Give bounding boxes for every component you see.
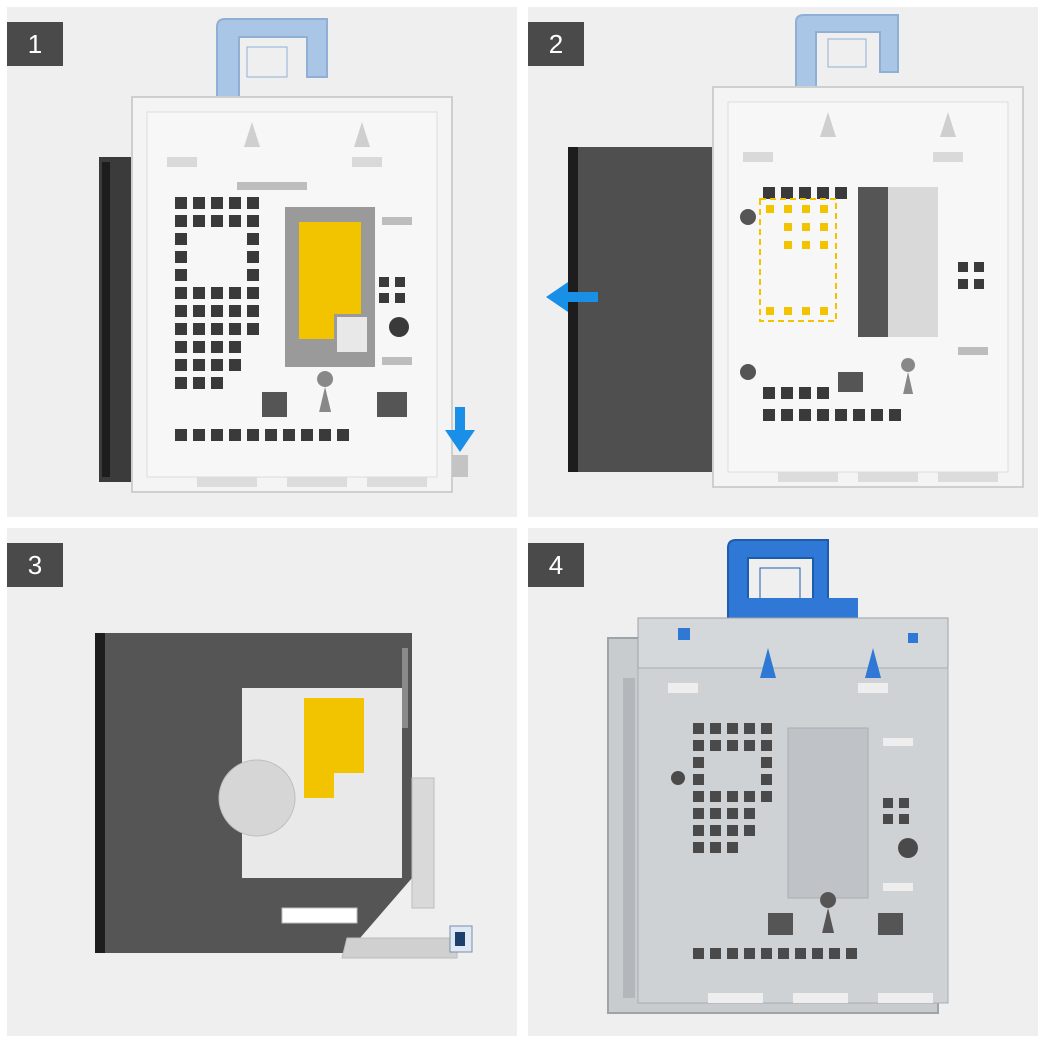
slide-left-arrow-icon xyxy=(546,282,598,312)
light-blue-latch xyxy=(216,18,328,103)
step-2-panel: 2 xyxy=(528,7,1038,517)
drive-cage xyxy=(607,617,949,1014)
light-blue-latch xyxy=(795,14,899,93)
step-3-badge: 3 xyxy=(7,543,63,587)
step-4-illustration xyxy=(607,539,949,1014)
step-3-panel: 3 xyxy=(7,528,517,1036)
step-4-panel: 4 xyxy=(528,528,1038,1036)
step-2-illustration xyxy=(546,14,1024,488)
drive-cage xyxy=(131,96,453,493)
step-4-badge: 4 xyxy=(528,543,584,587)
push-down-arrow-icon xyxy=(445,407,475,452)
blue-latch xyxy=(727,539,858,624)
step-1-illustration xyxy=(99,18,475,493)
drive-bracket xyxy=(341,777,473,959)
drive-cage xyxy=(712,86,1024,488)
optical-drive xyxy=(95,633,412,953)
step-1-badge: 1 xyxy=(7,22,63,66)
step-1-panel: 1 xyxy=(7,7,517,517)
optical-drive-sliding-out xyxy=(568,147,718,472)
step-3-illustration xyxy=(95,633,473,959)
step-2-badge: 2 xyxy=(528,22,584,66)
